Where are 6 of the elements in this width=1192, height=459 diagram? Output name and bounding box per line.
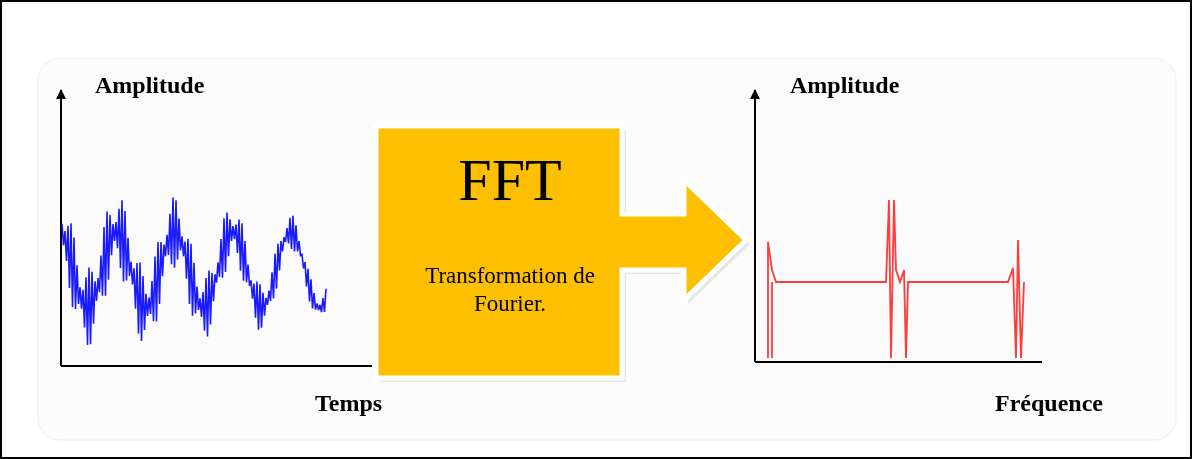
axis-label: Fréquence <box>995 390 1103 417</box>
axis-label: Amplitude <box>790 72 900 99</box>
arrow-caption: Transformation de Fourier. <box>424 262 596 318</box>
arrow-title: FFT <box>457 146 563 215</box>
axis-label: Amplitude <box>95 72 205 99</box>
axis-label: Temps <box>315 390 383 417</box>
